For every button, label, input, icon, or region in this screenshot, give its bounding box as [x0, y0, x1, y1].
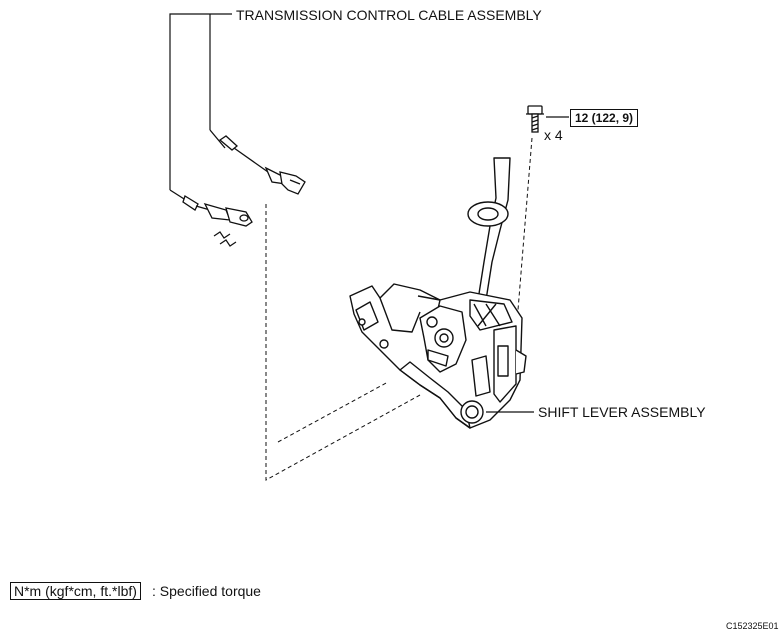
cable-icon [209, 129, 306, 195]
alignment-lines [265, 137, 533, 481]
shift-lever-assembly-label: SHIFT LEVER ASSEMBLY [538, 404, 706, 420]
sealer-icon [213, 231, 237, 247]
bolt-icon [526, 105, 569, 133]
torque-value-box: 12 (122, 9) [570, 109, 639, 127]
legend-description: : Specified torque [152, 583, 261, 599]
legend-unit-box: N*m (kgf*cm, ft.*lbf) [10, 582, 141, 600]
figure-code: C152325E01 [726, 621, 779, 631]
cable-assembly-label: TRANSMISSION CONTROL CABLE ASSEMBLY [236, 7, 542, 23]
bolt-count-label: x 4 [544, 127, 563, 143]
lower-cable-icon [169, 189, 253, 227]
shift-lever-icon [349, 157, 527, 429]
cable-leader-lines [169, 13, 232, 190]
